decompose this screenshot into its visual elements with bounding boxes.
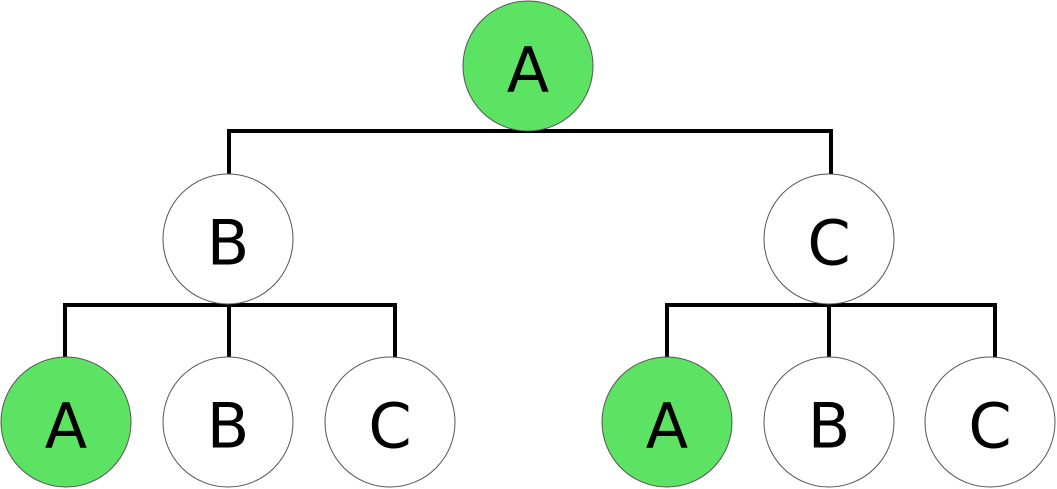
connector-root-to-level1 (227, 129, 833, 177)
node-level2-1-circle (0, 356, 132, 488)
node-root: A (462, 0, 594, 132)
node-level2-3: C (324, 356, 456, 488)
node-level2-1: A (0, 356, 132, 488)
node-level2-5-circle (763, 356, 895, 488)
node-level2-6-label: C (968, 390, 1011, 463)
node-level1-b: B (162, 173, 294, 305)
node-level2-4-label: A (646, 390, 688, 463)
node-level2-1-label: A (45, 390, 87, 463)
node-level2-2-label: B (207, 390, 250, 463)
node-level1-c-label: C (807, 207, 850, 280)
node-level1-b-label: B (207, 207, 250, 280)
node-level2-2: B (162, 356, 294, 488)
node-level2-3-circle (324, 356, 456, 488)
node-level2-3-label: C (368, 390, 411, 463)
node-level2-6: C (924, 356, 1056, 488)
node-level1-b-circle (162, 173, 294, 305)
node-level2-4: A (601, 356, 733, 488)
node-level2-6-circle (924, 356, 1056, 488)
node-level1-c: C (763, 173, 895, 305)
node-level2-2-circle (162, 356, 294, 488)
node-root-label: A (507, 34, 549, 107)
node-root-circle (462, 0, 594, 132)
node-level2-5-label: B (808, 390, 851, 463)
node-level1-c-circle (763, 173, 895, 305)
node-level2-4-circle (601, 356, 733, 488)
node-level2-5: B (763, 356, 895, 488)
